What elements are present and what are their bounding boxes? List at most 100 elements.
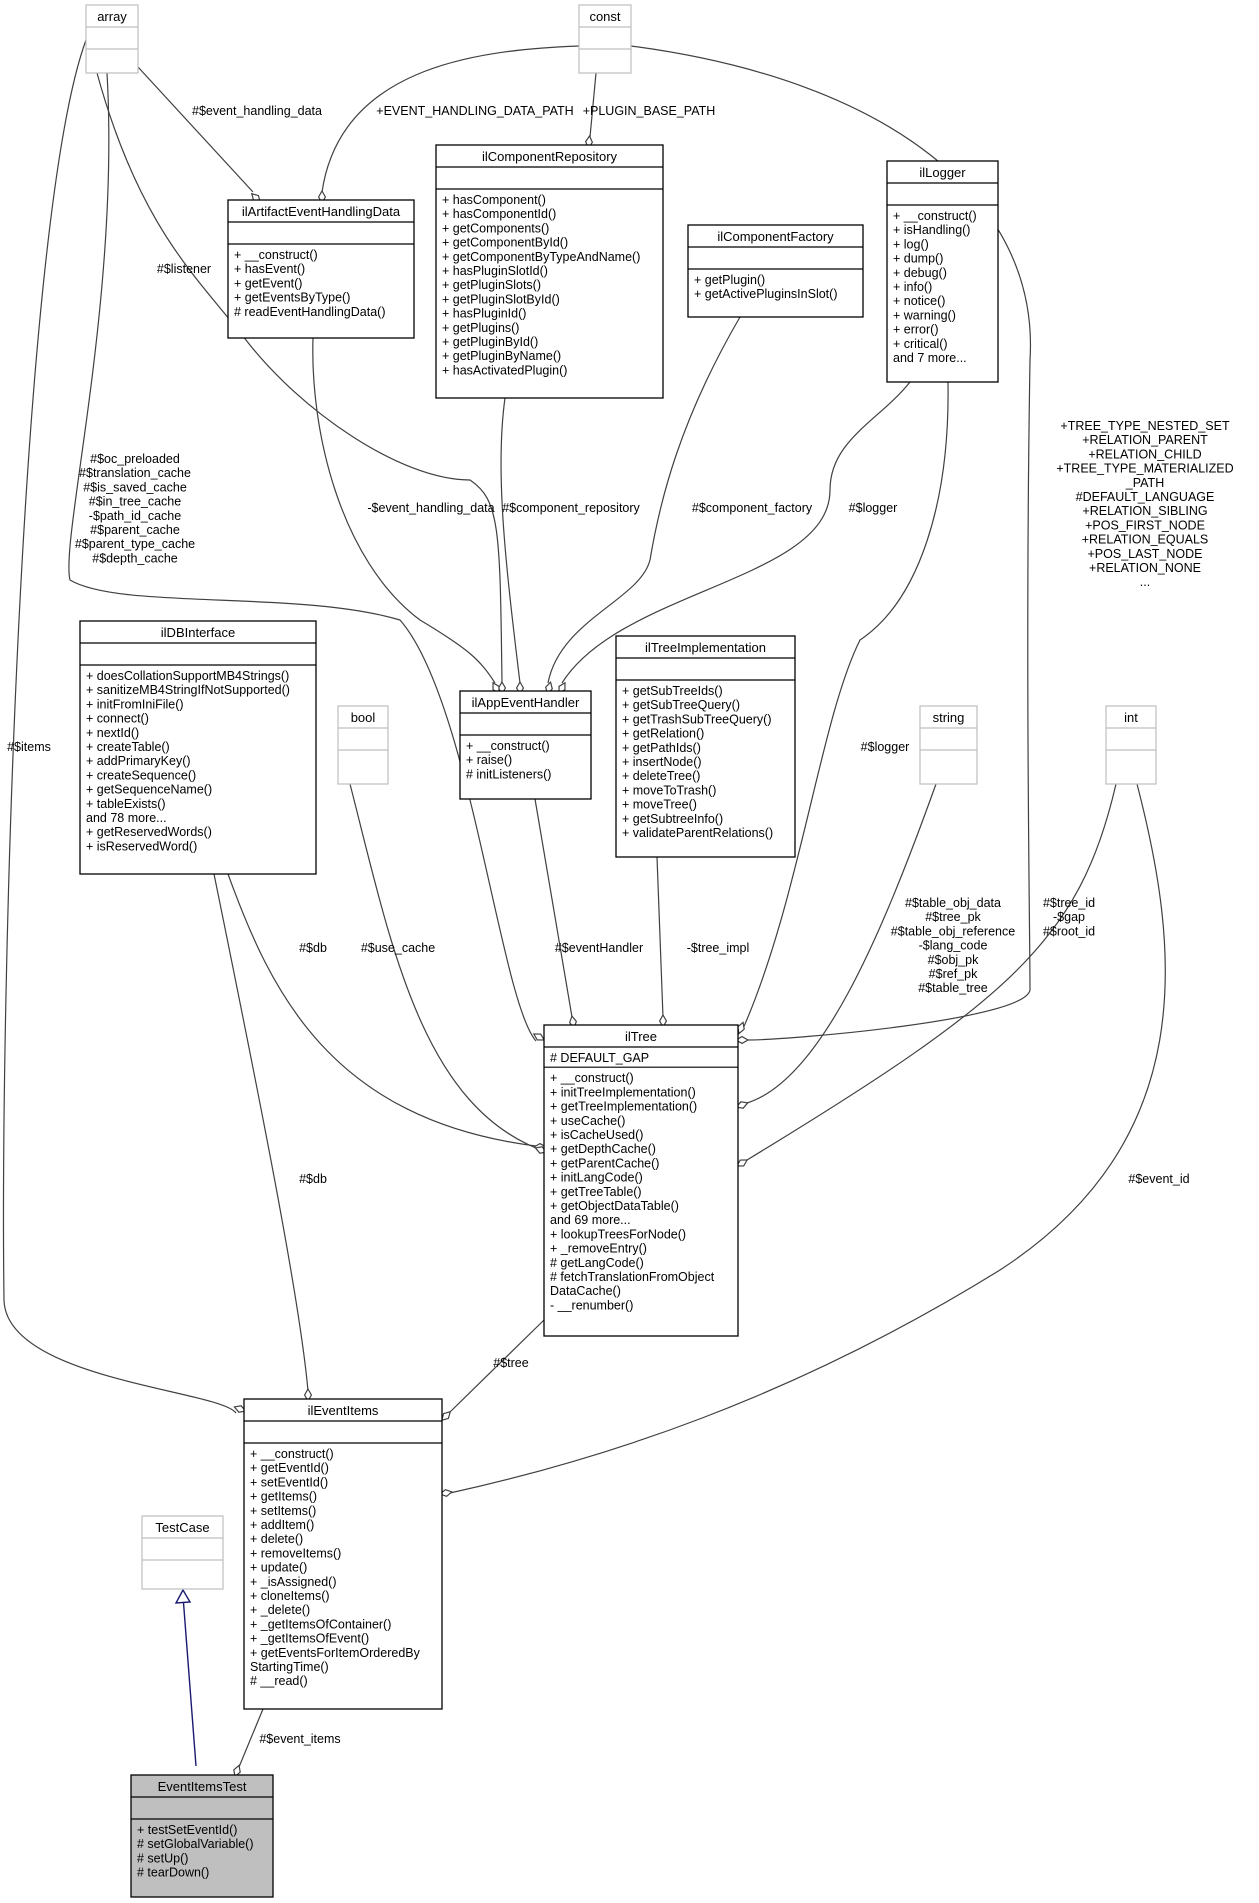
class-dbinterface: ilDBInterface+ doesCollationSupportMB4St… [79, 620, 317, 875]
class-method: and 69 more... [550, 1213, 631, 1227]
class-method: + hasPluginSlotId() [442, 264, 548, 278]
class-method: + getPluginSlotById() [442, 292, 560, 306]
class-method: + removeItems() [250, 1546, 341, 1560]
class-method: + insertNode() [622, 755, 702, 769]
aggregation-diamond-10 [737, 1021, 745, 1035]
class-title: ilDBInterface [161, 625, 235, 640]
class-method: # getLangCode() [550, 1256, 644, 1270]
edge-label-appevent-data: -$event_handling_data [367, 501, 494, 515]
class-method: + getEventsForItemOrderedBy [250, 1646, 421, 1660]
edge-const-to-iltree [630, 45, 1032, 1041]
class-title: ilTree [625, 1029, 657, 1044]
edge-logger-to-appevent [561, 381, 911, 684]
class-method: # setUp() [137, 1851, 188, 1865]
edge-factory-to-appevent [547, 316, 741, 684]
class-method: + _getItemsOfContainer() [250, 1617, 391, 1631]
class-factory: ilComponentFactory+ getPlugin()+ getActi… [687, 224, 864, 318]
class-string: string [919, 705, 978, 785]
class-method: + getSubtreeInfo() [622, 812, 723, 826]
class-method: + connect() [86, 712, 149, 726]
edge-label-line: #$oc_preloaded [90, 452, 180, 466]
class-box-frame [615, 635, 796, 858]
edge-array-to-iltree [68, 72, 537, 1042]
edge-label-line: #$translation_cache [79, 466, 191, 480]
inheritance-arrowhead [174, 1588, 192, 1604]
edge-labels: #$event_handling_data+EVENT_HANDLING_DAT… [7, 104, 1234, 1746]
class-bool: bool [337, 705, 389, 785]
class-method: + getObjectDataTable() [550, 1199, 679, 1213]
edge-label-line: -$tree_impl [687, 941, 750, 955]
edge-inherit-testcase-to-test [182, 1595, 197, 1767]
edge-label-line: #$component_factory [692, 501, 813, 515]
class-box-frame [543, 1024, 739, 1337]
class-method: + error() [893, 323, 939, 337]
edge-label-line: #$db [299, 1172, 327, 1186]
class-box-frame [243, 1398, 443, 1710]
edge-label-line: #$is_saved_cache [83, 480, 187, 494]
edge-label-tree-impl: -$tree_impl [687, 941, 750, 955]
class-method: + tableExists() [86, 797, 166, 811]
class-box-frame [85, 4, 139, 74]
edge-label-line: #$root_id [1043, 924, 1095, 938]
edge-label-line: +POS_FIRST_NODE [1085, 518, 1205, 532]
edge-label-plugin-base-path: +PLUGIN_BASE_PATH [583, 104, 716, 118]
edge-array-to-eventitems [2, 39, 237, 1414]
class-method: + __construct() [234, 248, 318, 262]
class-box-frame [130, 1774, 274, 1898]
edge-label-component-repository: #$component_repository [502, 501, 640, 515]
edge-label-line: #$tree_id [1043, 896, 1095, 910]
class-title: bool [351, 710, 376, 725]
edge-label-line: +RELATION_SIBLING [1082, 504, 1207, 518]
class-method: + getSubTreeQuery() [622, 698, 740, 712]
edge-label-appevent-logger: #$logger [849, 501, 898, 515]
edge-label-line: +PLUGIN_BASE_PATH [583, 104, 716, 118]
class-method: + getParentCache() [550, 1156, 659, 1170]
edge-label-line: +POS_LAST_NODE [1088, 547, 1203, 561]
class-method: + _removeEntry() [550, 1242, 647, 1256]
class-method: + getTreeTable() [550, 1185, 642, 1199]
edge-label-line: #$parent_type_cache [75, 537, 195, 551]
class-method: + getPluginByName() [442, 349, 561, 363]
class-title: ilAppEventHandler [472, 695, 580, 710]
edge-array-to-appevent [96, 72, 503, 684]
edge-bool-to-iltree [349, 783, 537, 1149]
edge-label-line: #$depth_cache [92, 551, 178, 565]
class-box-frame [435, 144, 664, 399]
edge-iltree-to-eventitems [449, 1319, 545, 1413]
class-method: + addItem() [250, 1518, 314, 1532]
edge-label-line: #$ref_pk [929, 967, 978, 981]
edge-label-tree-ints: #$tree_id-$gap#$root_id [1043, 896, 1095, 938]
class-repository: ilComponentRepository+ hasComponent()+ h… [435, 144, 664, 399]
class-title: int [1124, 710, 1138, 725]
class-method: + getTreeImplementation() [550, 1100, 697, 1114]
class-box-frame [337, 705, 389, 785]
class-const: const [578, 4, 632, 74]
edge-label-tree-db: #$db [299, 941, 327, 955]
edge-label-line: #$listener [157, 262, 211, 276]
edge-label-line: +RELATION_PARENT [1082, 433, 1208, 447]
edge-label-use-cache: #$use_cache [361, 941, 435, 955]
class-title: ilComponentRepository [482, 149, 618, 164]
class-appevent: ilAppEventHandler+ __construct()+ raise(… [459, 690, 592, 800]
class-method: + _isAssigned() [250, 1575, 337, 1589]
class-method: + hasComponentId() [442, 207, 556, 221]
class-method: + warning() [893, 308, 956, 322]
edge-label-line: #DEFAULT_LANGUAGE [1076, 490, 1215, 504]
edge-label-line: -$gap [1053, 910, 1085, 924]
class-method: + initFromIniFile() [86, 697, 184, 711]
class-method: + __construct() [550, 1071, 634, 1085]
class-method: + hasPluginId() [442, 307, 526, 321]
class-method: + getEventId() [250, 1461, 329, 1475]
edge-label-line: #$obj_pk [928, 953, 979, 967]
edge-label-line: +TREE_TYPE_MATERIALIZED [1056, 462, 1233, 476]
class-method: + update() [250, 1561, 307, 1575]
edge-label-event-handling-data-path: +EVENT_HANDLING_DATA_PATH [376, 104, 573, 118]
edge-label-event-id: #$event_id [1128, 1172, 1189, 1186]
class-title: string [933, 710, 965, 725]
class-method: + getEvent() [234, 276, 302, 290]
edge-repository-to-appevent [500, 397, 521, 684]
class-method: + getReservedWords() [86, 825, 212, 839]
class-method: + cloneItems() [250, 1589, 330, 1603]
class-title: TestCase [155, 1520, 209, 1535]
